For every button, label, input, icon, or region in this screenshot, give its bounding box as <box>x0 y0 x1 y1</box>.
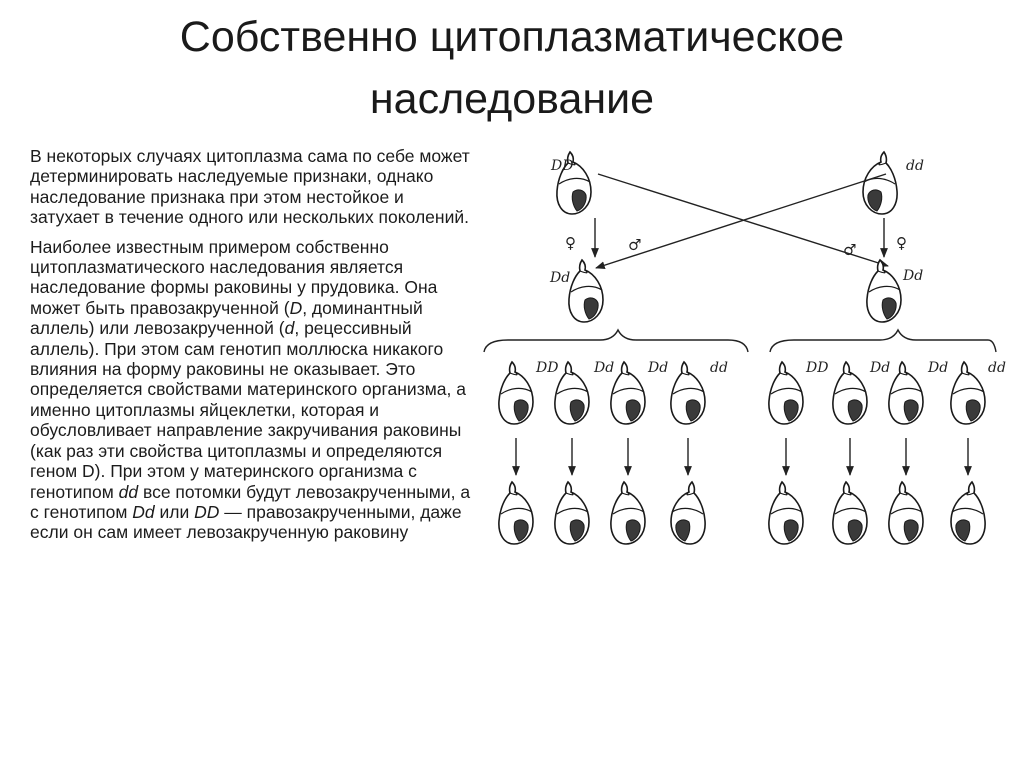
snail-f2-left-4 <box>670 361 706 425</box>
snail-f3-right-4 <box>951 482 985 544</box>
snail-f3-left-1 <box>498 481 534 545</box>
paragraph-example: Наиболее известным примером собственно ц… <box>30 237 475 543</box>
genotype-f1-left: Dd <box>549 270 570 286</box>
snail-f2-right-3 <box>888 361 924 425</box>
snail-f2-right-4 <box>950 361 986 425</box>
genotype-f2-right-3: Dd <box>927 360 948 376</box>
title-line-2: наследование <box>369 75 655 123</box>
snail-f3-left-2 <box>554 481 590 545</box>
female-icon-left: ♀ <box>565 234 576 252</box>
genotype-f1-right: Dd <box>902 268 923 284</box>
snail-f2-left-2 <box>554 361 590 425</box>
snail-f3-left-3 <box>610 481 646 545</box>
body-text: В некоторых случаях цитоплазма сама по с… <box>30 146 475 552</box>
genotype-f2-left-3: Dd <box>647 360 668 376</box>
genotype-parent-right: dd <box>906 158 924 174</box>
snail-f1-right <box>866 259 902 323</box>
snail-inheritance-diagram: P F₁ F₂ F₃ DD dd ♀ ♂ ♂ ♀ Dd Dd DD Dd Dd … <box>483 151 1006 545</box>
genotype-symbol: DD <box>194 501 220 522</box>
text-run: Наиболее известным примером собственно ц… <box>30 236 438 318</box>
genotype-f2-right-1: DD <box>805 360 828 376</box>
text-run: все потомки будут левозакрученными, а с … <box>30 481 471 522</box>
snail-f2-right-2 <box>832 361 868 425</box>
arrows-f2-f3 <box>512 438 972 476</box>
genotype-f2-left-1: DD <box>535 360 558 376</box>
snail-f2-left-1 <box>498 361 534 425</box>
page-title: Собственно цитоплазматическое наследован… <box>0 6 1024 130</box>
genotype-parent-left: DD <box>550 158 573 174</box>
arrow-cross-right-to-left <box>595 173 887 270</box>
genotype-f2-right-2: Dd <box>869 360 890 376</box>
snail-f3-right-2 <box>832 481 868 545</box>
snail-f3-left-4 <box>671 482 705 544</box>
genotype-f2-left-4: dd <box>710 360 728 376</box>
snail-f3-right-3 <box>888 481 924 545</box>
genotype-f2-right-4: dd <box>988 360 1006 376</box>
male-icon-left: ♂ <box>628 236 641 254</box>
allele-symbol: d <box>284 318 295 339</box>
snail-parent-right <box>863 152 897 214</box>
male-icon-right: ♂ <box>843 241 856 259</box>
paragraph-intro: В некоторых случаях цитоплазма сама по с… <box>30 146 470 228</box>
text-run: , рецессивный аллель). При этом сам гено… <box>30 318 466 502</box>
text-run: , доминантный аллель) или левозакрученно… <box>30 297 423 339</box>
snail-f2-left-3 <box>610 361 646 425</box>
text-run: — правозакрученными, даже если он сам им… <box>30 501 462 543</box>
snail-f2-right-1 <box>768 361 804 425</box>
brace-right <box>769 328 997 353</box>
female-icon-right: ♀ <box>896 234 907 252</box>
genotype-f2-left-2: Dd <box>593 360 614 376</box>
text-run: или <box>154 501 195 522</box>
snail-f1-left <box>568 259 604 323</box>
allele-symbol: D <box>289 297 303 318</box>
genotype-symbol: Dd <box>132 501 155 522</box>
brace-left <box>483 328 749 353</box>
genotype-symbol: dd <box>118 481 139 502</box>
snail-f3-right-1 <box>768 481 804 545</box>
title-line-1: Собственно цитоплазматическое <box>179 13 845 61</box>
